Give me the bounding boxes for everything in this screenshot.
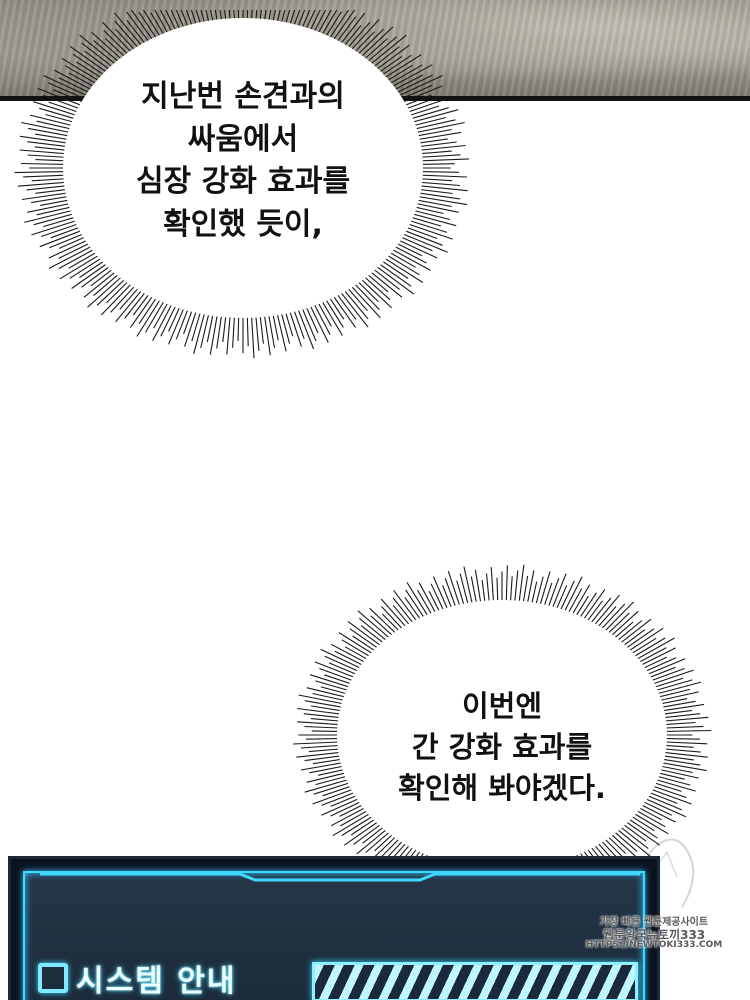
bubble-top-text: 지난번 손견과의 싸움에서 심장 강화 효과를 확인했 듯이,	[68, 76, 418, 246]
watermark-line: 가장 빠른 웹툰제공사이트	[599, 917, 709, 928]
watermark-line: HTTPS://NEWTOKI333.COM	[585, 940, 723, 951]
bubble-top-line: 심장 강화 효과를	[135, 164, 351, 200]
site-watermark: 가장 빠른 웹툰제공사이트 웹툰왕국뉴토끼333 HTTPS://NEWTOKI…	[584, 917, 724, 951]
system-notice-striped-bar	[312, 962, 638, 1000]
bubble-top-line: 확인했 듯이,	[163, 206, 323, 242]
speech-bubble-top	[8, 10, 478, 370]
system-notice-title: 시스템 안내	[38, 958, 237, 999]
bubble-bottom-line: 간 강화 효과를	[411, 730, 593, 765]
bubble-bottom-line: 확인해 봐야겠다.	[398, 771, 606, 806]
system-panel-deco	[40, 872, 640, 882]
bubble-bottom-text: 이번엔 간 강화 효과를 확인해 봐야겠다.	[352, 686, 652, 810]
bubble-top-line: 지난번 손견과의	[141, 79, 345, 114]
system-notice-title-text: 시스템 안내	[76, 964, 237, 999]
burst-rays-top	[14, 10, 470, 359]
bubble-top-line: 싸움에서	[187, 121, 299, 157]
square-icon	[38, 963, 68, 993]
bubble-bottom-line: 이번엔	[461, 689, 543, 723]
watermark-line: 웹툰왕국뉴토끼333	[602, 927, 706, 942]
speech-bubble-bottom	[282, 560, 722, 900]
burst-rays-bottom	[292, 564, 712, 900]
